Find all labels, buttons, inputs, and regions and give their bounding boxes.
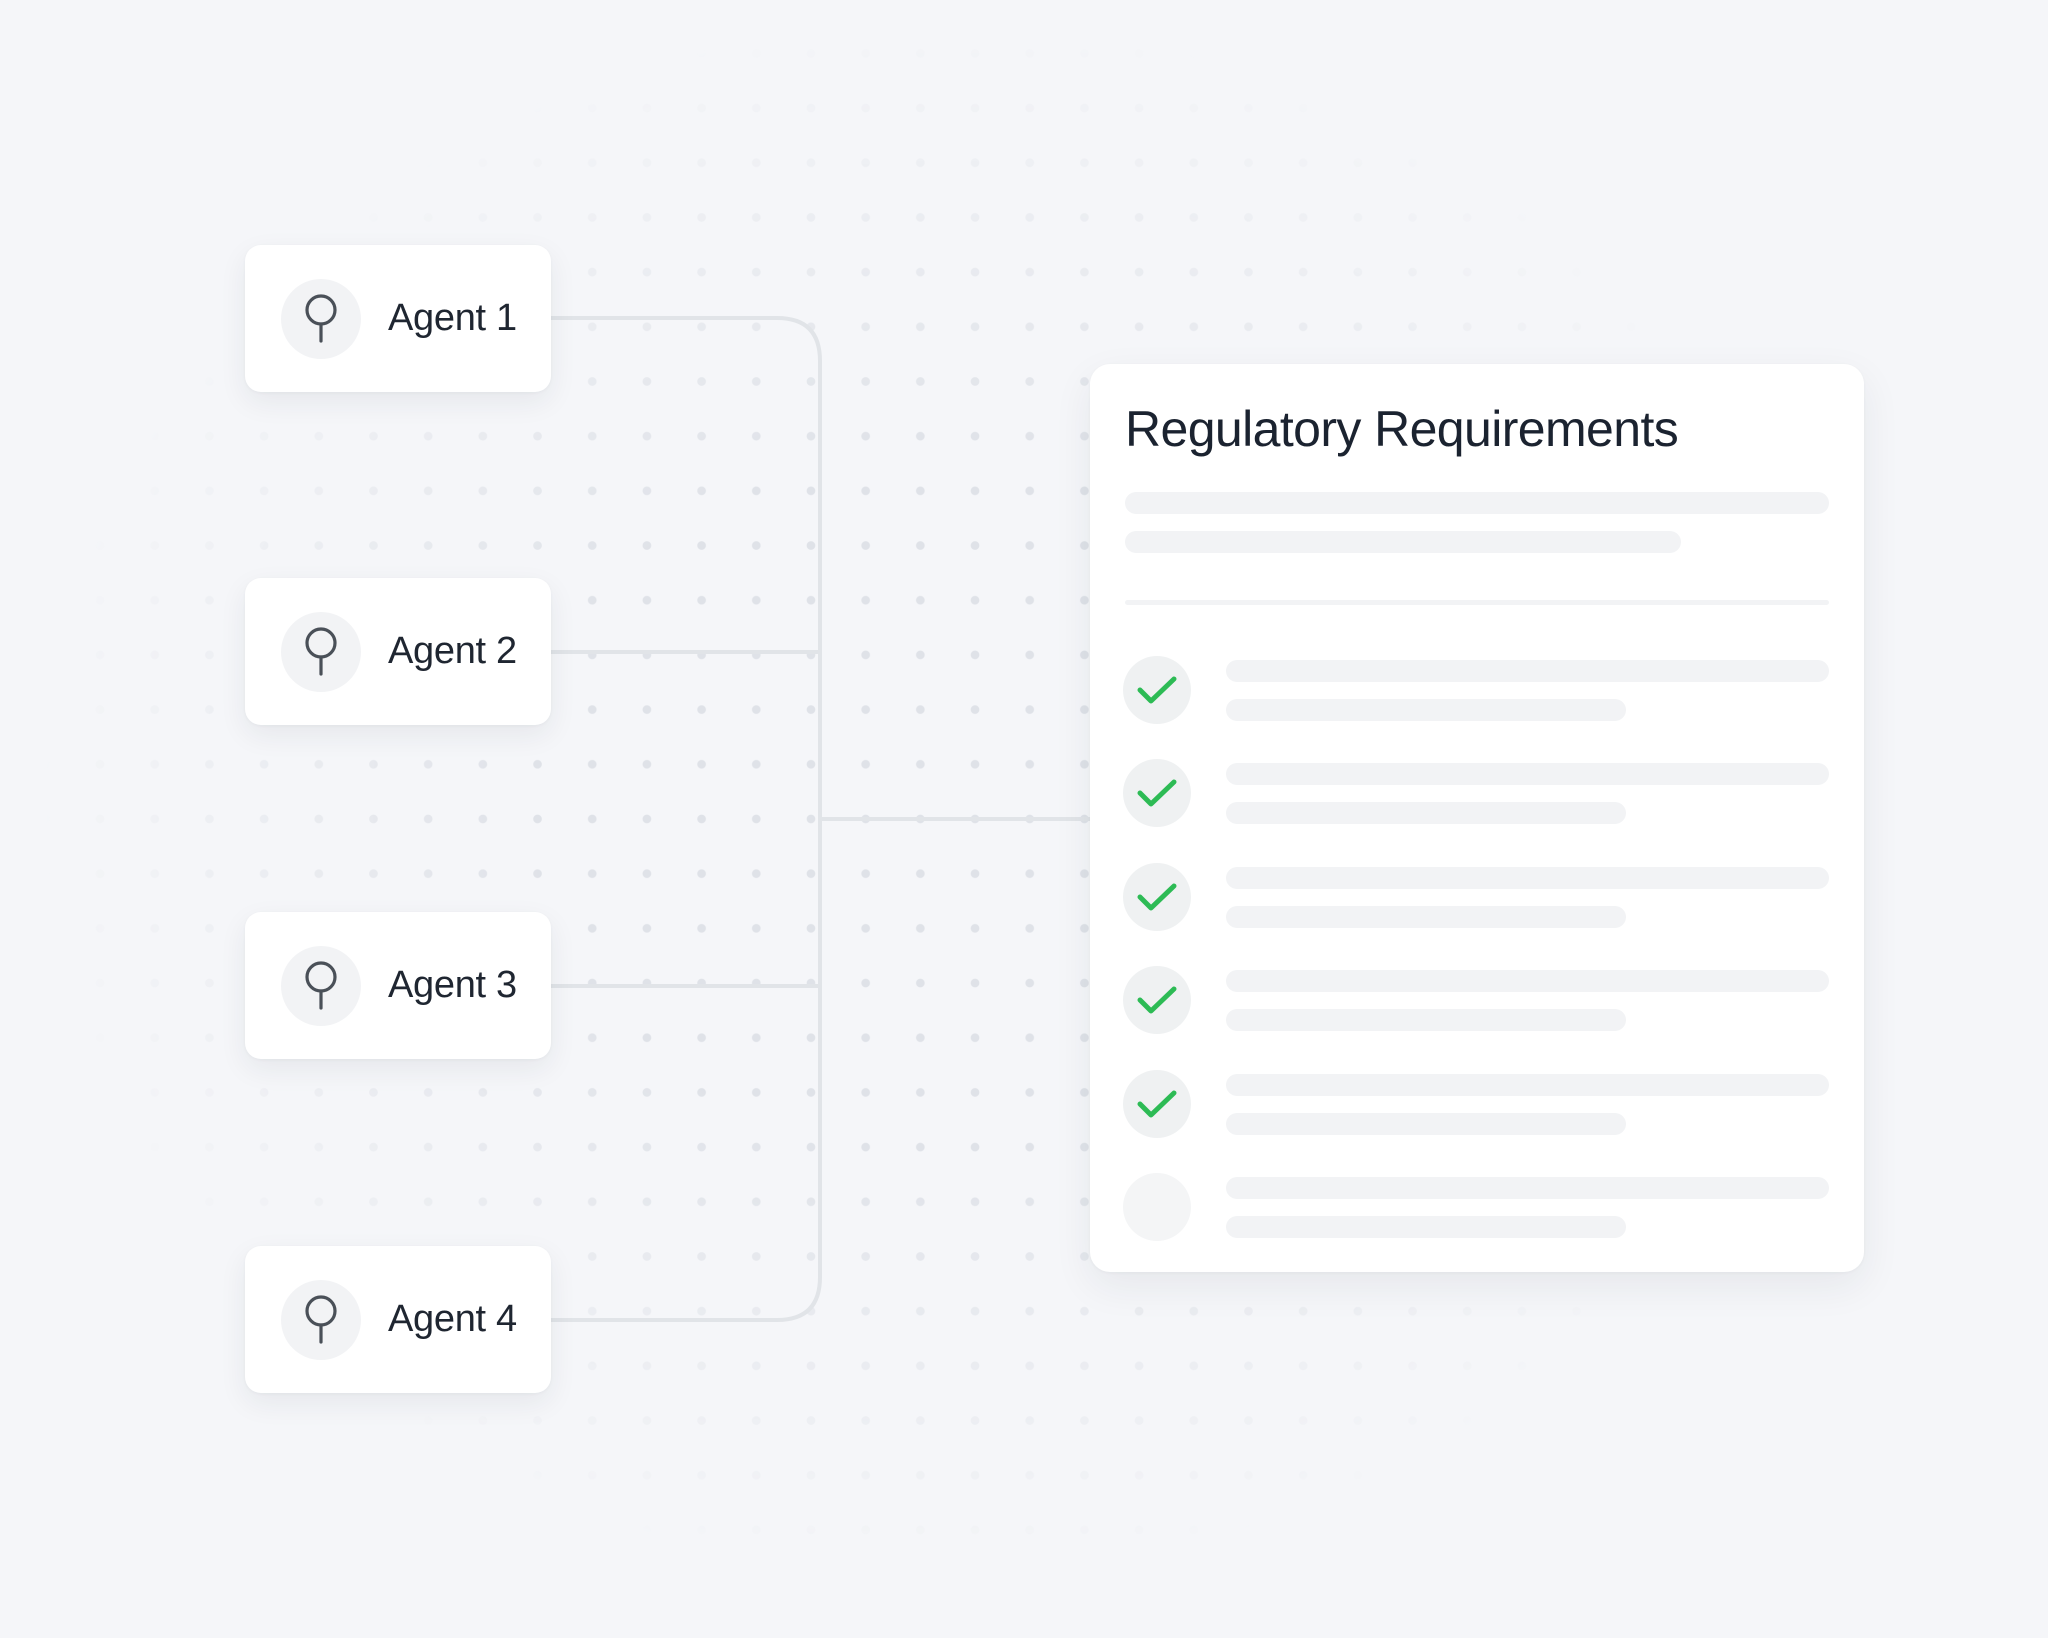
placeholder-line [1125,492,1829,514]
checklist-item-1 [1090,656,1864,726]
agent-label: Agent 4 [388,1298,517,1340]
requirements-title: Regulatory Requirements [1125,401,1679,457]
checklist-item-2 [1090,759,1864,829]
checklist-item-3 [1090,863,1864,933]
agent-card-3[interactable]: Agent 3 [245,912,551,1059]
requirements-card: Regulatory Requirements [1090,364,1864,1272]
agent-card-1[interactable]: Agent 1 [245,245,551,392]
placeholder-line [1226,763,1829,785]
check-icon [1123,966,1191,1034]
agent-label: Agent 1 [388,297,517,339]
checklist-item-4 [1090,966,1864,1036]
placeholder-line [1226,660,1829,682]
placeholder-line [1226,906,1626,928]
placeholder-line [1226,1074,1829,1096]
agent-card-4[interactable]: Agent 4 [245,1246,551,1393]
checklist-item-5 [1090,1070,1864,1140]
placeholder-line [1226,1113,1626,1135]
check-icon [1123,1070,1191,1138]
connector-agent-1 [548,316,822,821]
placeholder-line [1125,531,1681,553]
placeholder-line [1226,802,1626,824]
check-icon [1123,759,1191,827]
placeholder-line [1226,699,1626,721]
checklist-item-6 [1090,1173,1864,1243]
placeholder-line [1226,1009,1626,1031]
pin-icon [281,611,361,692]
check-icon [1123,656,1191,724]
placeholder-line [1226,1177,1829,1199]
check-icon [1123,863,1191,931]
agent-label: Agent 2 [388,630,517,672]
placeholder-line [1226,1216,1626,1238]
agent-card-2[interactable]: Agent 2 [245,578,551,725]
connector-agent-4 [548,817,822,1322]
agent-label: Agent 3 [388,964,517,1006]
pin-icon [281,945,361,1026]
pin-icon [281,1279,361,1360]
pin-icon [281,278,361,359]
placeholder-line [1226,867,1829,889]
placeholder-line [1226,970,1829,992]
divider [1125,600,1829,605]
empty-circle-icon [1123,1173,1191,1241]
